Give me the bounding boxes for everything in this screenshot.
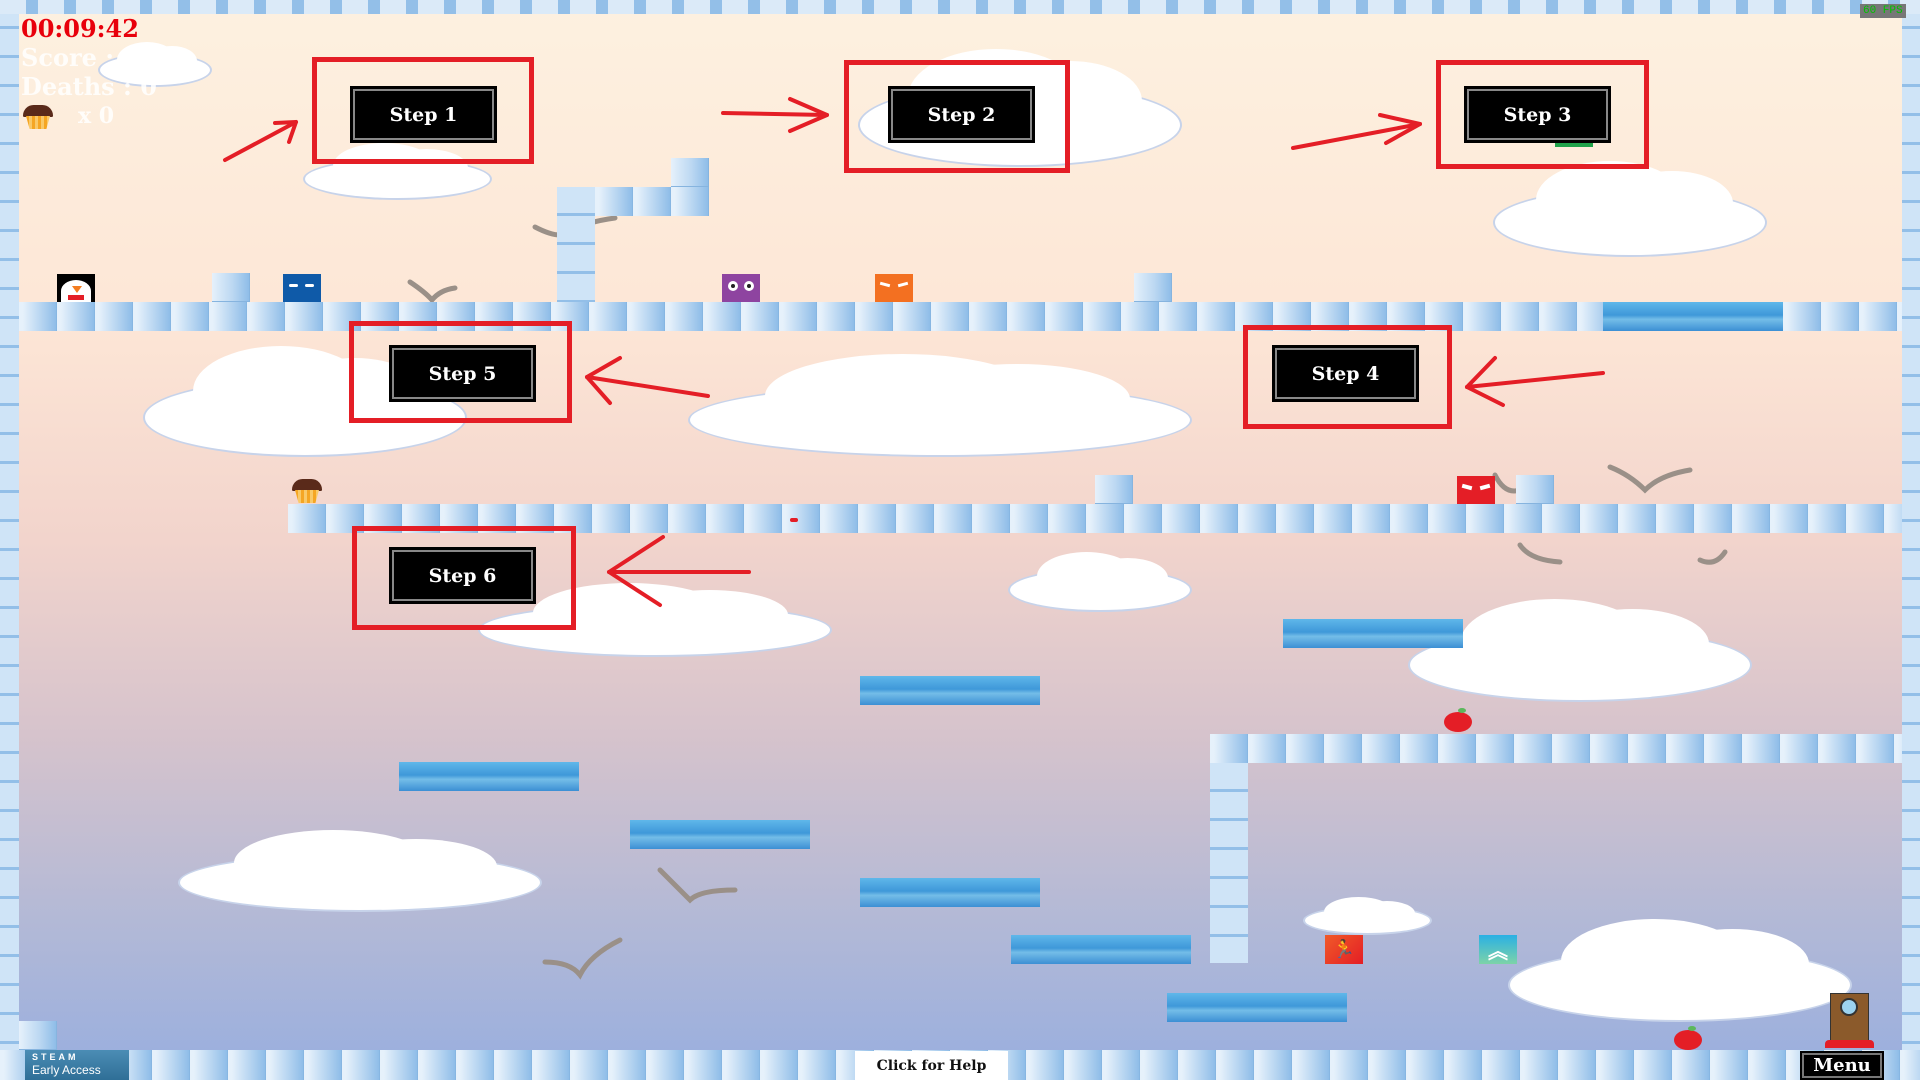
timer: 00:09:42 (21, 14, 139, 43)
step-6-highlight (352, 526, 576, 630)
cloud (100, 41, 210, 85)
steam-early-access-badge[interactable]: STEAM Early Access (25, 1050, 129, 1080)
block (19, 1021, 57, 1050)
step-2-button[interactable]: Step 2 (888, 86, 1035, 143)
block (1134, 273, 1172, 302)
pillar (557, 187, 595, 302)
water-platform (399, 762, 579, 791)
block (212, 273, 250, 302)
arrow-to-step-2 (721, 97, 829, 133)
step-3-button[interactable]: Step 3 (1464, 86, 1611, 143)
cloud (1495, 160, 1765, 255)
jump-boost-icon: ︽ (1479, 935, 1517, 964)
platform-row-1-right (1783, 302, 1902, 331)
bird-icon (1697, 549, 1728, 565)
step-6-button[interactable]: Step 6 (389, 547, 536, 604)
marker-dot (790, 518, 798, 524)
fps-counter: 60 FPS (1860, 4, 1906, 18)
cloud (305, 142, 490, 198)
block (1516, 475, 1554, 504)
cloud (1510, 918, 1850, 1020)
platform-row-3 (1210, 734, 1902, 763)
step-5-button[interactable]: Step 5 (389, 345, 536, 402)
cupcake-count: x 0 (78, 103, 115, 129)
cloud (1305, 896, 1430, 933)
bird-icon (542, 937, 623, 980)
overhang (595, 187, 709, 216)
right-wall (1902, 0, 1920, 1080)
purple-enemy (722, 274, 760, 302)
arrow-to-step-4 (1465, 356, 1605, 407)
arrow-to-step-3 (1291, 113, 1422, 150)
step-5-highlight (349, 321, 572, 423)
water-platform (860, 878, 1040, 907)
step-2-highlight (844, 60, 1070, 173)
cloud (480, 582, 830, 655)
help-button[interactable]: Click for Help (855, 1051, 1008, 1080)
red-enemy (1457, 476, 1495, 504)
menu-button[interactable]: Menu (1800, 1051, 1884, 1080)
steam-subtitle: Early Access (32, 1063, 101, 1077)
block (1095, 475, 1133, 504)
bird-icon (407, 279, 458, 304)
apple-pickup (1672, 1026, 1704, 1050)
cloud (1410, 598, 1750, 700)
cupcake-pickup (290, 479, 324, 503)
step-1-button[interactable]: Step 1 (350, 86, 497, 143)
deaths-text: Deaths : 0 (21, 72, 157, 101)
speed-boost-icon: 🏃 (1325, 935, 1363, 964)
bird-icon (1607, 464, 1693, 494)
water-platform (630, 820, 810, 849)
orange-enemy (875, 274, 913, 302)
water-platform (1283, 619, 1463, 648)
cupcake-icon (21, 105, 55, 129)
apple-pickup (1442, 708, 1474, 732)
left-wall (0, 0, 19, 1080)
step-4-button[interactable]: Step 4 (1272, 345, 1419, 402)
water-platform (1167, 993, 1347, 1022)
water-platform (860, 676, 1040, 705)
step-3-highlight (1436, 60, 1649, 169)
cloud (690, 353, 1190, 455)
water-hazard (1603, 302, 1783, 331)
step-4-highlight (1243, 325, 1452, 429)
exit-door (1825, 993, 1874, 1048)
cloud (180, 830, 540, 910)
water-platform (1011, 935, 1191, 964)
step-1-highlight (312, 57, 534, 164)
bird-icon (1517, 542, 1563, 565)
blue-enemy (283, 274, 321, 302)
ceiling (0, 0, 1920, 14)
penguin-player (57, 274, 95, 302)
bird-icon (657, 867, 738, 904)
arrow-to-step-1 (223, 120, 298, 162)
steam-brand: STEAM (32, 1052, 79, 1062)
arrow-to-step-5 (585, 356, 710, 405)
block (671, 158, 709, 187)
cloud (1010, 552, 1190, 610)
score-text: Score : 0 (21, 43, 140, 72)
pillar (1210, 763, 1248, 963)
